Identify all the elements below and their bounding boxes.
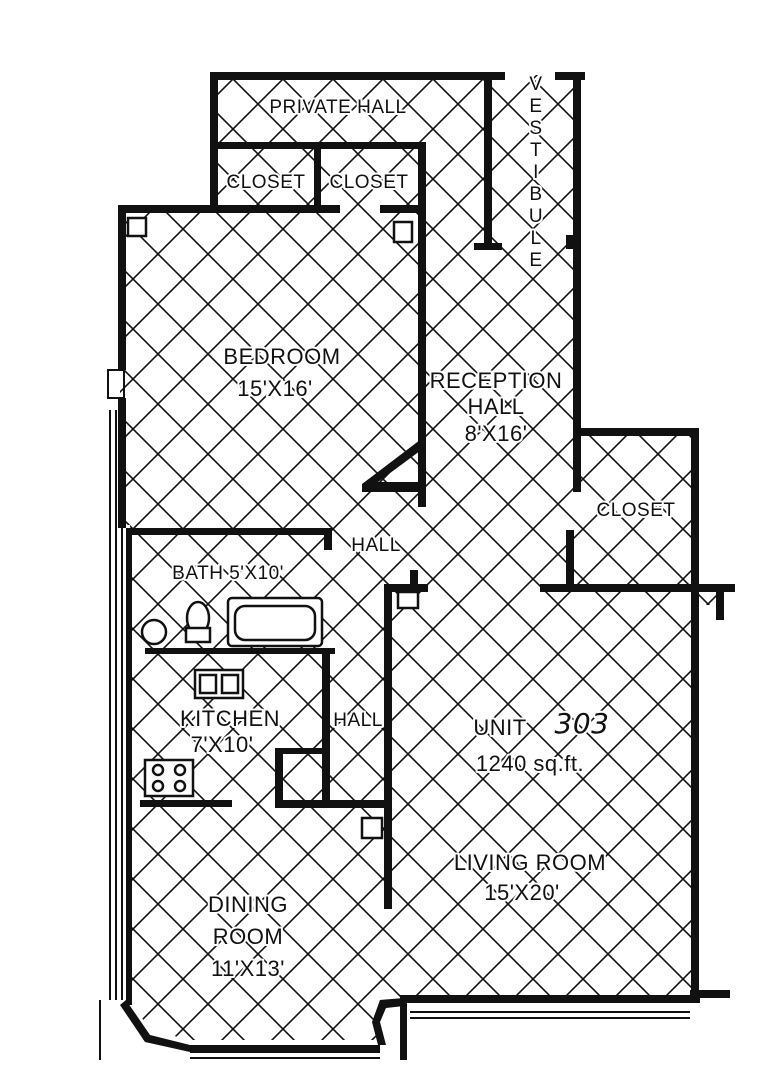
vestibule-letter: V — [529, 74, 542, 95]
label-reception-size: 8'X16' — [465, 421, 528, 446]
label-vestibule: V E S T I B U L E — [527, 72, 545, 273]
kitchen-fixtures — [143, 668, 245, 798]
unit-area: 1240 sq.ft. — [476, 751, 584, 776]
vestibule-letter: B — [529, 184, 542, 205]
label-closet-left: CLOSET — [226, 172, 305, 193]
label-living-room-size: 15'X20' — [484, 880, 560, 905]
vestibule-letter: E — [529, 96, 542, 117]
label-living-room-name: LIVING ROOM — [454, 850, 606, 875]
label-private-hall: PRIVATE HALL — [269, 97, 406, 118]
label-dining-size: 11'X13' — [211, 956, 285, 981]
label-kitchen-size: 7'X10' — [191, 732, 254, 757]
label-bedroom-size: 15'X16' — [237, 376, 313, 401]
label-dining-name: DINING — [208, 892, 288, 917]
room-labels: PRIVATE HALL CLOSET CLOSET V E S T I B U… — [170, 72, 677, 983]
vestibule-letter: L — [530, 228, 541, 249]
label-bedroom-name: BEDROOM — [223, 344, 340, 369]
label-hall-upper: HALL — [351, 535, 401, 556]
vestibule-letter: S — [529, 118, 542, 139]
label-closet-east: CLOSET — [596, 500, 675, 521]
vestibule-letter: E — [529, 250, 542, 271]
label-bath: BATH 5'X10' — [172, 563, 284, 584]
label-dining-name-2: ROOM — [213, 924, 283, 949]
windows — [99, 369, 690, 1060]
bath-fixtures — [140, 596, 324, 648]
unit-number: 303 — [555, 707, 610, 740]
label-hall-lower: HALL — [333, 710, 383, 731]
label-unit: UNIT 303 1240 sq.ft. — [471, 705, 611, 778]
vestibule-letter: I — [533, 162, 539, 183]
vestibule-letter: T — [530, 140, 542, 161]
column-markers — [126, 216, 420, 840]
label-reception-name: RECEPTION — [430, 368, 563, 393]
unit-prefix: UNIT — [473, 715, 526, 740]
walls — [118, 72, 735, 1060]
label-kitchen-name: KITCHEN — [180, 706, 280, 731]
vestibule-letter: U — [529, 206, 543, 227]
label-reception-name-2: HALL — [467, 394, 524, 419]
label-closet-right: CLOSET — [329, 172, 408, 193]
